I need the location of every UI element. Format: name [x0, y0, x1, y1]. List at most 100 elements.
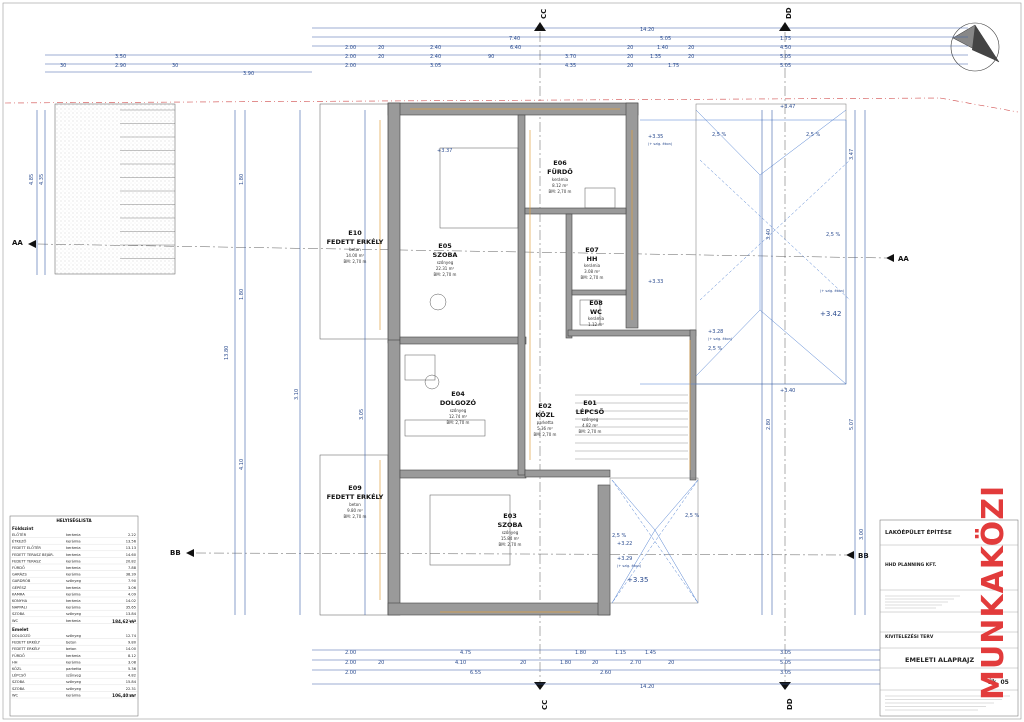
schedule-room-floor: kerámia	[66, 660, 81, 664]
svg-text:1.12 m²: 1.12 m²	[588, 322, 604, 327]
svg-text:BM: 2,70 m: BM: 2,70 m	[581, 275, 604, 280]
slope-4: 2,5 %	[708, 346, 723, 352]
schedule-room-area: 9.80	[128, 641, 137, 645]
level-note-2: (+ szig. ékon)	[708, 337, 733, 341]
room-label-e07: E07 HH kerámia 3.08 m² BM: 2,70 m	[581, 246, 604, 280]
svg-text:3.08 m²: 3.08 m²	[584, 269, 600, 274]
schedule-room-floor: szőnyeg	[66, 687, 81, 691]
svg-text:WC: WC	[590, 308, 602, 316]
level-marker-4: +3.33	[648, 279, 663, 285]
title-drawing: EMELETI ALAPRAJZ	[905, 656, 974, 664]
section-cc-top: CC	[534, 9, 548, 31]
svg-text:BM: 2,70 m: BM: 2,70 m	[434, 272, 457, 277]
room-label-e04: E04 DOLGOZÓ szőnyeg 12.74 m² BM: 2,70 m	[440, 390, 477, 425]
dim-top-4b: 3.05	[430, 63, 441, 69]
title-phase: KIVITELEZÉSI TERV	[885, 632, 934, 640]
svg-text:9.80 m²: 9.80 m²	[347, 508, 363, 513]
schedule-room-name: FÜRDŐ	[12, 565, 25, 570]
svg-text:KÖZL: KÖZL	[535, 410, 554, 419]
room-label-e03: E03 SZOBA szőnyeg 15.84 m² BM: 2,70 m	[498, 512, 523, 547]
level-note-4: (+ szig. ékon)	[820, 289, 845, 293]
dim-top-3d: 90	[488, 54, 494, 60]
title-block: LAKÓÉPÜLET ÉPÍTÉSE HHD PLANNING KFT. KIV…	[879, 519, 1019, 717]
site-axis-line	[4, 97, 941, 104]
schedule-room-area: 13.84	[126, 612, 137, 616]
dim-right-1: 3.47	[849, 149, 855, 160]
schedule-room-floor: kerámia	[66, 693, 81, 697]
schedule-room-name: KONYHA	[12, 599, 28, 603]
work-in-progress-stamp: MUNKAKÖZI	[974, 485, 1011, 700]
section-aa-left: AA	[12, 239, 36, 248]
room-label-e05: E05 SZOBA szőnyeg 22.31 m² BM: 2,70 m	[433, 242, 458, 277]
schedule-room-floor: kerámia	[66, 540, 81, 544]
svg-text:4.82 m²: 4.82 m²	[582, 423, 598, 428]
roof-lines	[611, 109, 851, 604]
schedule-room-area: 38.39	[126, 573, 137, 577]
schedule-room-area: 1.43	[128, 619, 136, 623]
room-label-e01: E01 LÉPCSŐ szőnyeg 4.82 m² BM: 2,70 m	[576, 399, 605, 434]
dim-bot-1b: 4.75	[460, 650, 471, 656]
level-marker-2: +3.37	[437, 148, 452, 154]
schedule-ground-label: Földszint	[12, 526, 33, 531]
schedule-room-area: 7.88	[128, 566, 137, 570]
svg-text:kerámia: kerámia	[584, 263, 601, 268]
schedule-room-name: HH	[12, 660, 18, 664]
svg-text:BM: 2,70 m: BM: 2,70 m	[499, 542, 522, 547]
svg-text:FÜRDŐ: FÜRDŐ	[547, 167, 573, 176]
dim-top-3a: 2.00	[345, 54, 356, 60]
left-terrace-area	[54, 103, 176, 275]
svg-text:DD: DD	[786, 698, 794, 710]
schedule-room-floor: beton	[66, 647, 76, 651]
schedule-room-name: SZOBA	[12, 687, 25, 691]
svg-text:szőnyeg: szőnyeg	[450, 408, 467, 413]
schedule-room-name: SZOBA	[12, 612, 25, 616]
slope-5: 2,5 %	[612, 533, 627, 539]
dim-bot-3b: 6.55	[470, 670, 481, 676]
level-marker-10: +3.40	[780, 388, 795, 394]
schedule-room-area: 12.74	[126, 634, 137, 638]
top-dimension-chains	[45, 27, 968, 73]
svg-text:SZOBA: SZOBA	[498, 521, 523, 529]
dim-top-1b: 5.05	[660, 36, 671, 42]
dim-top-2e: 20	[627, 45, 633, 51]
svg-text:szőnyeg: szőnyeg	[502, 530, 519, 535]
svg-text:SZOBA: SZOBA	[433, 251, 458, 259]
schedule-room-area: 8.12	[128, 654, 136, 658]
svg-text:E10: E10	[348, 229, 362, 237]
svg-text:E01: E01	[583, 399, 597, 407]
dim-top-4e: 1.75	[668, 63, 679, 69]
dim-left-a: 3.50	[115, 54, 126, 60]
level-marker-3: +3.42	[820, 310, 841, 318]
slope-2: 2,5 %	[806, 132, 821, 138]
section-bb-right: BB	[846, 551, 869, 560]
dim-side-6: 3.05	[359, 409, 365, 420]
schedule-room-area: 2.22	[128, 533, 136, 537]
svg-text:E05: E05	[438, 242, 452, 250]
svg-text:AA: AA	[12, 239, 23, 247]
schedule-room-area: 13.56	[126, 540, 137, 544]
schedule-room-floor: szőnyeg	[66, 674, 81, 678]
room-label-e08: E08 WC kerámia 1.12 m²	[588, 299, 605, 327]
section-aa-right: AA	[886, 254, 909, 263]
schedule-room-floor: kerámia	[66, 559, 81, 563]
dim-bot-overall: 14.20	[640, 684, 654, 690]
dim-top-4d: 20	[627, 63, 633, 69]
svg-text:FEDETT ERKÉLY: FEDETT ERKÉLY	[327, 237, 384, 246]
schedule-room-floor: parketta	[66, 667, 81, 671]
svg-text:5.36 m²: 5.36 m²	[537, 426, 553, 431]
schedule-room-area: 20.82	[126, 559, 136, 563]
schedule-room-area: 14.00	[126, 647, 137, 651]
openings	[379, 108, 691, 613]
svg-text:AA: AA	[898, 255, 909, 263]
furniture	[404, 147, 688, 566]
level-note-3: (+ szig. ékon)	[617, 564, 642, 568]
